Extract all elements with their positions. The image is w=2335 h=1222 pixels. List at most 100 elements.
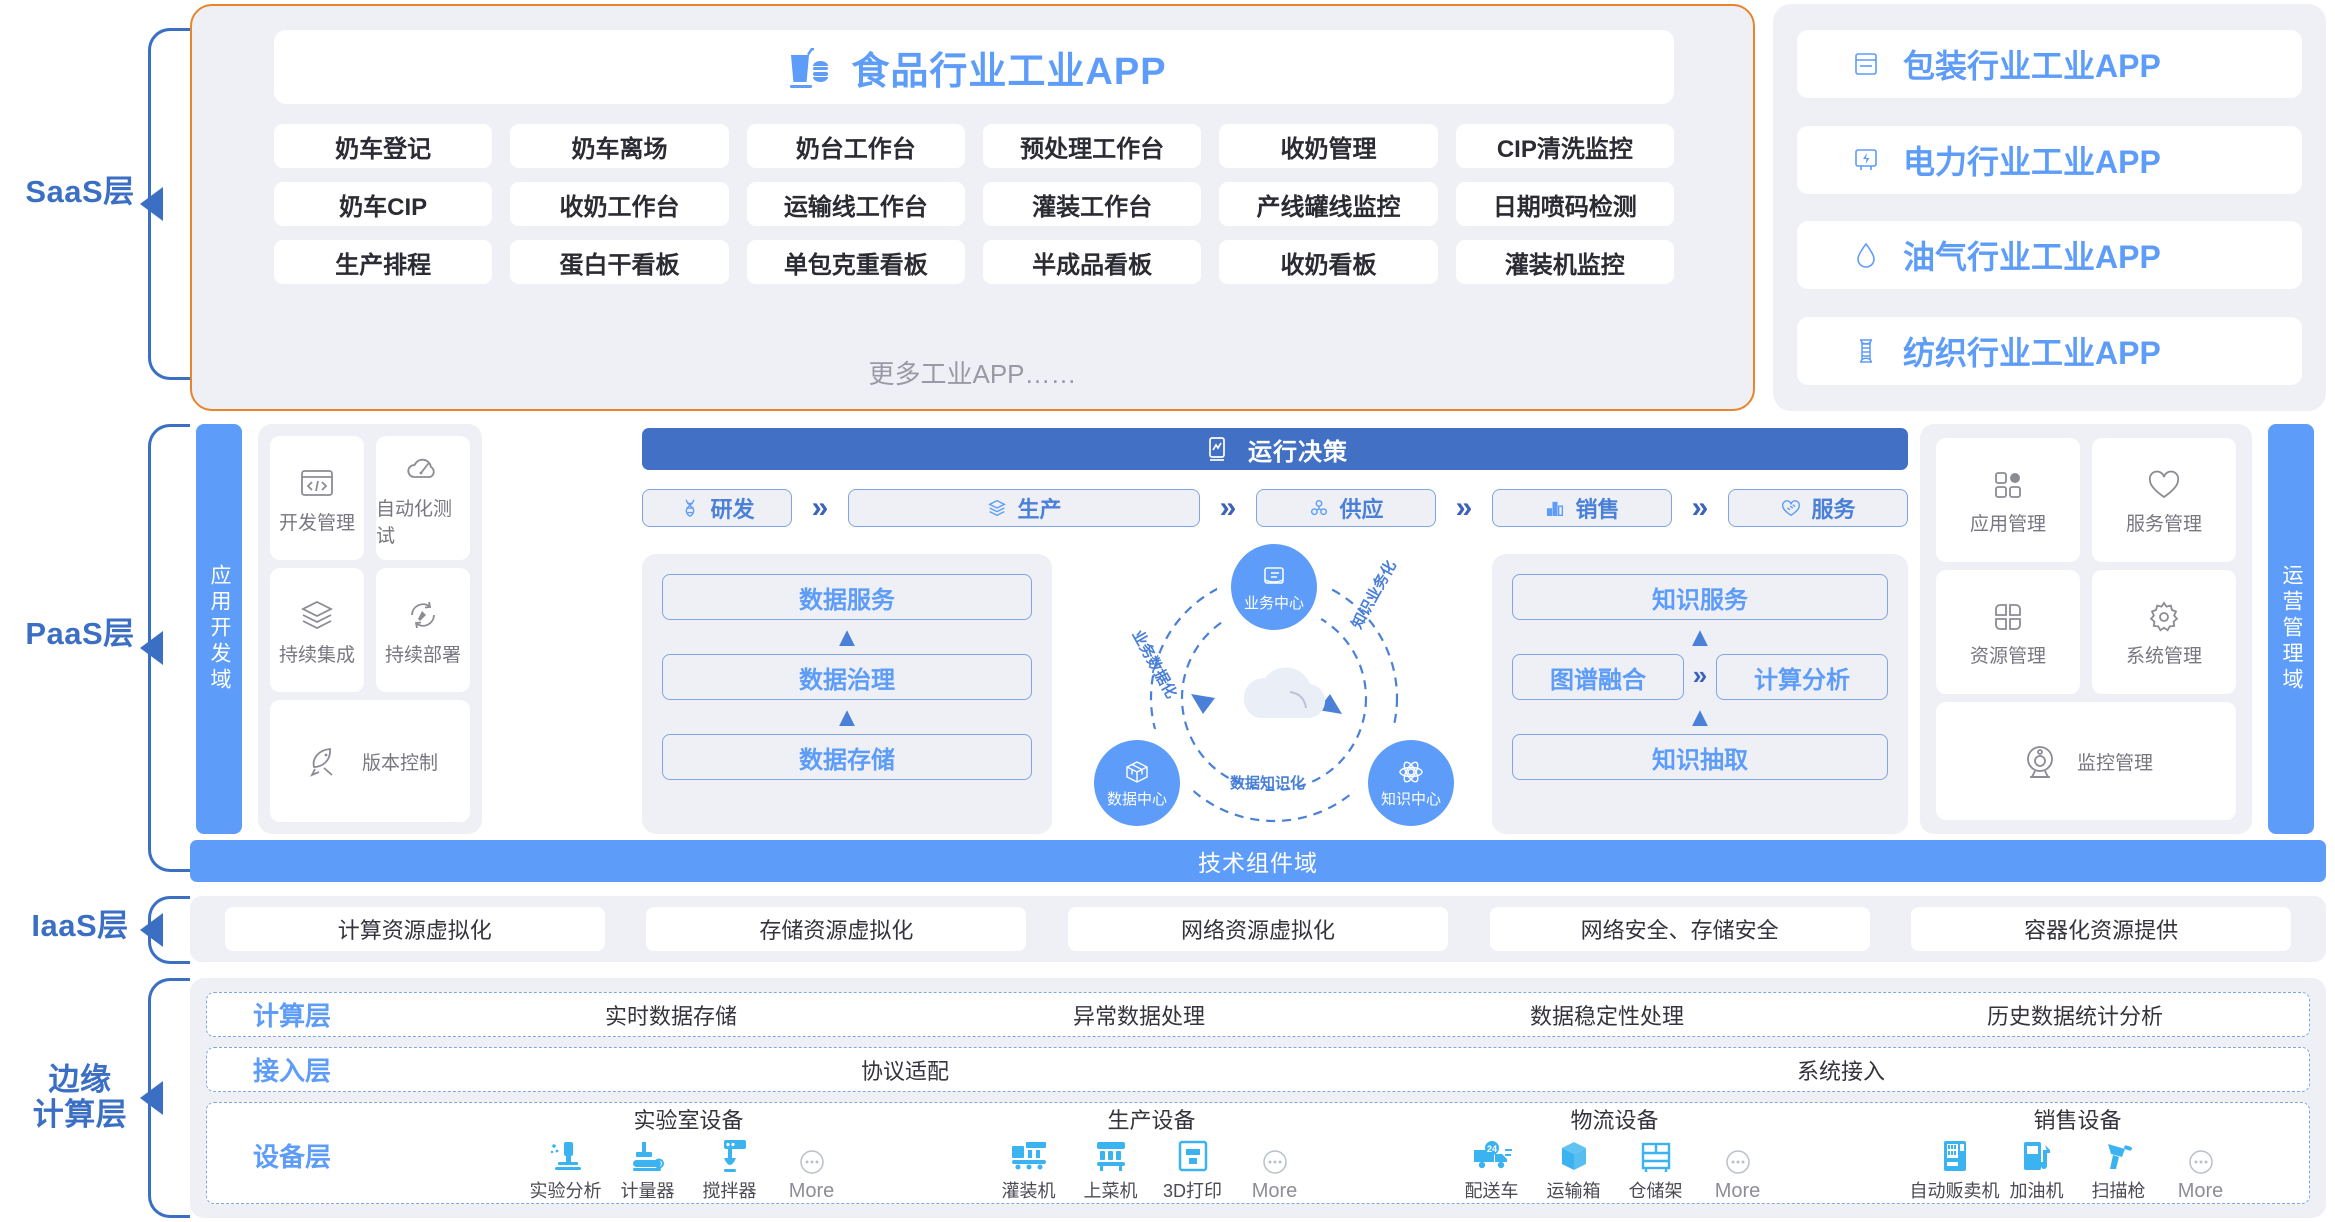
knowledge-separator: » — [1692, 660, 1708, 690]
app-chip[interactable]: CIP清洗监控 — [1455, 124, 1674, 168]
more-dots-icon — [795, 1145, 829, 1179]
device-item-3d-printer[interactable]: 3D打印 — [1161, 1136, 1225, 1203]
ops-tile-app-management[interactable]: 应用管理 — [1936, 438, 2080, 562]
deploy-refresh-icon — [402, 594, 444, 636]
app-chip[interactable]: 生产排程 — [274, 240, 493, 284]
edge-cell[interactable]: 协议适配 — [860, 1058, 949, 1084]
dev-tile-dev-management[interactable]: 开发管理 — [270, 436, 364, 560]
dev-tile-auto-test[interactable]: 自动化测试 — [376, 436, 470, 560]
data-service-box[interactable]: 数据服务 — [662, 574, 1032, 620]
chain-item-supply[interactable]: 供应 — [1256, 489, 1436, 527]
app-chip[interactable]: 产线罐线监控 — [1219, 182, 1438, 226]
industry-app-packaging[interactable]: 包装行业工业APP — [1797, 30, 2302, 98]
ops-tile-label: 应用管理 — [1969, 513, 2046, 535]
gear-icon — [2144, 597, 2184, 637]
app-chip[interactable]: 单包克重看板 — [746, 240, 965, 284]
chain-item-production[interactable]: 生产 — [848, 489, 1200, 527]
device-item-storage-rack[interactable]: 仓储架 — [1624, 1136, 1688, 1203]
industry-app-label: 纺织行业工业APP — [1903, 334, 2161, 371]
app-chip[interactable]: 奶车离场 — [510, 124, 729, 168]
industry-app-oilgas[interactable]: 油气行业工业APP — [1797, 221, 2302, 290]
app-chip[interactable]: 收奶工作台 — [510, 182, 729, 226]
edge-cell[interactable]: 历史数据统计分析 — [1986, 1003, 2163, 1029]
chain-item-label: 服务 — [1811, 497, 1856, 522]
more-apps-label[interactable]: 更多工业APP…… — [868, 359, 1077, 389]
app-chip[interactable]: 灌装机监控 — [1455, 240, 1674, 284]
ops-tile-system-management[interactable]: 系统管理 — [2092, 570, 2236, 694]
iaas-chip[interactable]: 计算资源虚拟化 — [224, 907, 605, 951]
hub-node-business-center[interactable]: 业务中心 — [1231, 544, 1317, 630]
dev-tile-cd[interactable]: 持续部署 — [376, 568, 470, 692]
device-item-more-lab[interactable]: More — [780, 1145, 844, 1203]
device-item-more-logistics[interactable]: More — [1706, 1145, 1770, 1203]
ops-tile-service-management[interactable]: 服务管理 — [2092, 438, 2236, 562]
device-item-label: More — [788, 1180, 835, 1202]
hub-node-data-center[interactable]: 数据中心 — [1094, 740, 1180, 826]
delivery-truck-icon: 24 — [1470, 1136, 1514, 1176]
app-chip[interactable]: 日期喷码检测 — [1455, 182, 1674, 226]
device-item-barcode-scanner[interactable]: 扫描枪 — [2087, 1136, 2151, 1203]
hub-node-label: 知识中心 — [1380, 790, 1441, 808]
device-group-logistics: 物流设备 24 — [1460, 1103, 1770, 1203]
data-storage-box[interactable]: 数据存储 — [662, 734, 1032, 780]
iaas-chip[interactable]: 网络安全、存储安全 — [1489, 907, 1870, 951]
app-chip[interactable]: 半成品看板 — [982, 240, 1202, 284]
device-item-more-sales[interactable]: More — [2169, 1145, 2233, 1203]
edge-cell[interactable]: 实时数据存储 — [604, 1003, 737, 1029]
chain-item-service[interactable]: 服务 — [1728, 489, 1908, 527]
graph-fusion-box[interactable]: 图谱融合 — [1512, 654, 1684, 700]
app-chip[interactable]: 奶台工作台 — [746, 124, 965, 168]
device-item-filling-machine[interactable]: 灌装机 — [997, 1136, 1061, 1203]
device-item-shipping-box[interactable]: 运输箱 — [1542, 1136, 1606, 1203]
app-chip[interactable]: 运输线工作台 — [746, 182, 965, 226]
rocket-icon — [302, 739, 346, 783]
knowledge-service-box[interactable]: 知识服务 — [1512, 574, 1888, 620]
app-chip[interactable]: 预处理工作台 — [982, 124, 1202, 168]
device-item-vending-machine[interactable]: 自动贩卖机 — [1910, 1136, 2000, 1203]
device-item-more-production[interactable]: More — [1243, 1145, 1307, 1203]
code-window-icon — [296, 462, 338, 504]
data-governance-box[interactable]: 数据治理 — [662, 654, 1032, 700]
compute-analysis-box[interactable]: 计算分析 — [1716, 654, 1888, 700]
app-chip[interactable]: 奶车CIP — [274, 182, 493, 226]
industry-app-power[interactable]: 电力行业工业APP — [1797, 125, 2302, 194]
edge-cell[interactable]: 异常数据处理 — [1072, 1003, 1205, 1029]
dev-tile-version-control[interactable]: 版本控制 — [270, 700, 470, 822]
iaas-chip[interactable]: 存储资源虚拟化 — [646, 907, 1027, 951]
dev-tile-label: 版本控制 — [361, 752, 438, 774]
measuring-device-icon — [628, 1136, 668, 1176]
iaas-chip[interactable]: 网络资源虚拟化 — [1067, 907, 1448, 951]
app-chip[interactable]: 蛋白干看板 — [510, 240, 729, 284]
chain-item-rd[interactable]: 研发 — [642, 489, 792, 527]
ops-tile-monitor-management[interactable]: 监控管理 — [1936, 702, 2236, 820]
knowledge-extraction-box[interactable]: 知识抽取 — [1512, 734, 1888, 780]
industry-apps-panel: 包装行业工业APP 电力行业工业APP 油气行业工业APP — [1773, 4, 2326, 411]
hub-node-knowledge-center[interactable]: 知识中心 — [1368, 740, 1454, 826]
device-item-delivery-truck[interactable]: 24 配送车 — [1460, 1136, 1524, 1203]
handshake-icon — [1780, 497, 1802, 519]
dev-tile-ci[interactable]: 持续集成 — [270, 568, 364, 692]
device-item-lab-analysis[interactable]: 实验分析 — [530, 1136, 602, 1203]
knowledge-chevron-up: ▲ — [1686, 621, 1714, 652]
ops-tile-label: 监控管理 — [2076, 752, 2153, 774]
chain-item-sales[interactable]: 销售 — [1492, 489, 1672, 527]
chain-item-label: 销售 — [1575, 497, 1620, 522]
edge-cell[interactable]: 数据稳定性处理 — [1529, 1003, 1684, 1029]
more-dots-icon — [1258, 1145, 1292, 1179]
device-item-serving-machine[interactable]: 上菜机 — [1079, 1136, 1143, 1203]
industry-app-textile[interactable]: 纺织行业工业APP — [1797, 316, 2302, 385]
app-chip[interactable]: 收奶管理 — [1219, 124, 1438, 168]
food-industry-app-title-card[interactable]: 食品行业工业APP — [274, 30, 1674, 104]
app-chip[interactable]: 收奶看板 — [1219, 240, 1438, 284]
device-item-fuel-pump[interactable]: 加油机 — [2005, 1136, 2069, 1203]
edge-cell[interactable]: 系统接入 — [1796, 1058, 1885, 1084]
app-chip[interactable]: 灌装工作台 — [982, 182, 1202, 226]
device-item-measuring[interactable]: 计量器 — [616, 1136, 680, 1203]
ops-tile-resource-management[interactable]: 资源管理 — [1936, 570, 2080, 694]
app-chip[interactable]: 奶车登记 — [274, 124, 493, 168]
layer-label-iaas: IaaS层 — [31, 908, 129, 943]
run-decision-bar[interactable]: 运行决策 — [642, 428, 1908, 470]
device-item-mixer[interactable]: 搅拌器 — [698, 1136, 762, 1203]
iaas-chip[interactable]: 容器化资源提供 — [1911, 907, 2292, 951]
shipping-box-icon — [1554, 1136, 1594, 1176]
